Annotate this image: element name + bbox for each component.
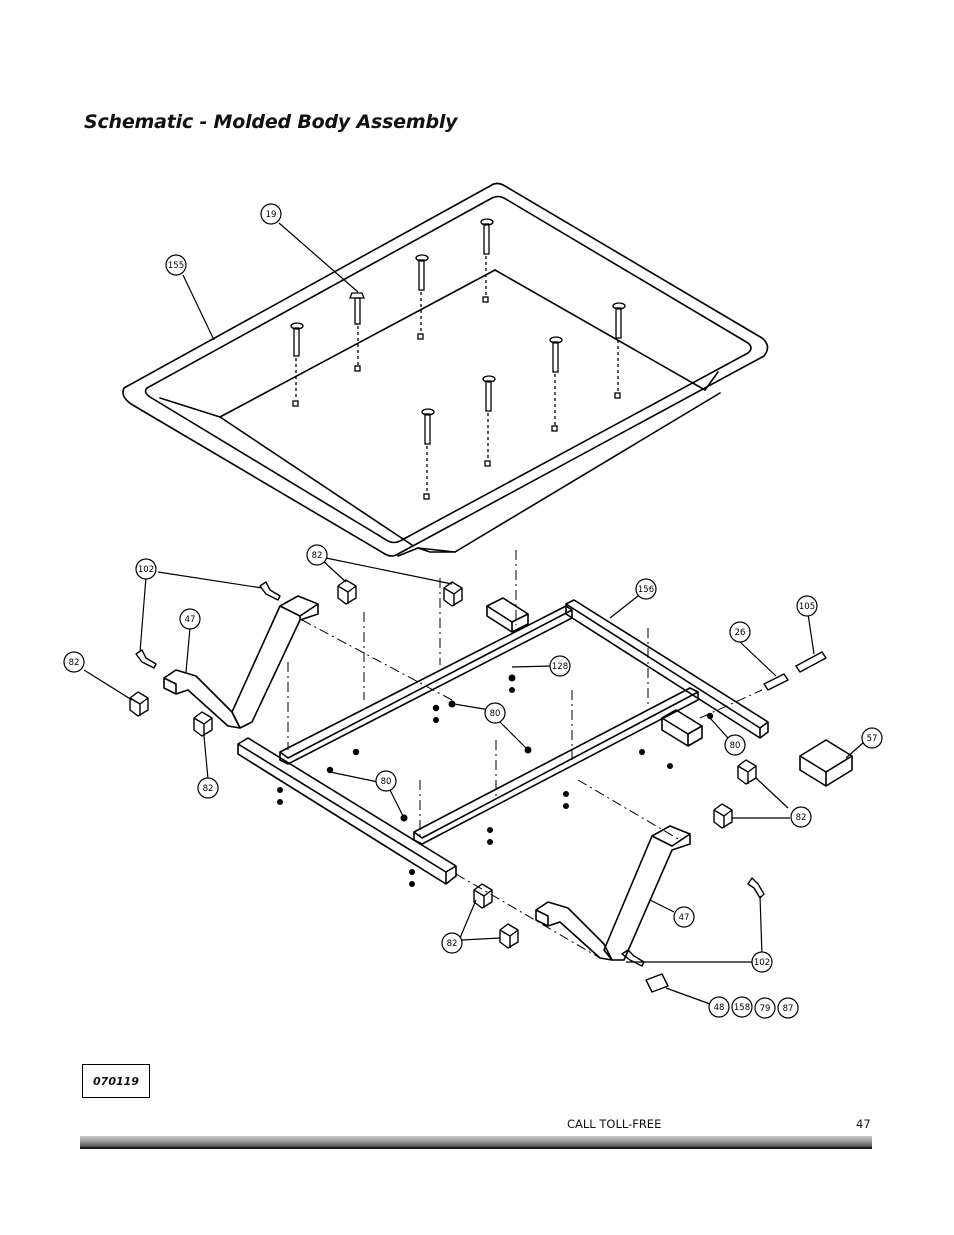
- bolt-7: [482, 375, 496, 467]
- frame-cross-top: [279, 605, 573, 759]
- callout-156-label: 156: [638, 585, 654, 595]
- callout-82-bottom-left-label: 82: [203, 784, 214, 794]
- tube-57: [799, 739, 853, 773]
- callout-47-left: [179, 608, 201, 630]
- callout-155: [165, 254, 187, 276]
- callout-82-right: [790, 806, 812, 828]
- bolt-6: [549, 336, 563, 432]
- bolt-1: [290, 322, 304, 407]
- callout-82-bottom: [441, 932, 463, 954]
- callout-80-left: [375, 770, 397, 792]
- callout-105-label: 105: [799, 602, 815, 612]
- callout-80-center: [484, 702, 506, 724]
- callout-82-left-label: 82: [69, 658, 80, 668]
- callout-158-label: 158: [734, 1003, 750, 1013]
- callout-158: [731, 996, 753, 1018]
- callout-156: [635, 578, 657, 600]
- callout-26-label: 26: [735, 628, 746, 638]
- leg-47-left: [231, 595, 319, 729]
- callout-87-label: 87: [783, 1004, 794, 1014]
- callout-82-right-label: 82: [796, 813, 807, 823]
- callout-102-right: [751, 951, 773, 973]
- page-number: 47: [856, 1117, 871, 1131]
- frame-rail-left: [237, 737, 457, 885]
- callout-47-left-label: 47: [185, 615, 196, 625]
- callout-47-right: [673, 906, 695, 928]
- footer-rule: [80, 1136, 872, 1149]
- callout-80-center-label: 80: [490, 709, 501, 719]
- callout-105: [796, 595, 818, 617]
- callout-79: [754, 997, 776, 1019]
- callout-80-right-label: 80: [730, 741, 741, 751]
- callout-79-label: 79: [760, 1004, 771, 1014]
- bolt-5: [612, 302, 626, 399]
- leg-47-right: [603, 825, 691, 961]
- callout-155-label: 155: [168, 261, 184, 271]
- callout-80-left-label: 80: [381, 777, 392, 787]
- callout-57-label: 57: [867, 734, 878, 744]
- bolt-4: [480, 218, 494, 303]
- bolt-8: [421, 408, 435, 500]
- bolt-2: [349, 292, 365, 372]
- callout-102-left: [135, 558, 157, 580]
- callout-47-right-label: 47: [679, 913, 690, 923]
- bolt-3: [415, 254, 429, 340]
- callout-102-right-label: 102: [754, 958, 770, 968]
- callout-19-label: 19: [266, 210, 277, 220]
- callout-57: [861, 727, 883, 749]
- tub-outer-rim: [122, 182, 769, 557]
- callout-26: [729, 621, 751, 643]
- callout-48-label: 48: [714, 1003, 725, 1013]
- tub-inner-rim: [144, 195, 752, 544]
- callout-80-right: [724, 734, 746, 756]
- callout-48: [708, 996, 730, 1018]
- callout-19: [260, 203, 282, 225]
- callout-82-bottom-label: 82: [447, 939, 458, 949]
- callout-128-label: 128: [552, 662, 568, 672]
- callout-87: [777, 997, 799, 1019]
- callout-128: [549, 655, 571, 677]
- footer-call-toll-free: CALL TOLL-FREE: [567, 1117, 662, 1131]
- callout-82-top: [306, 544, 328, 566]
- callout-82-top-label: 82: [312, 551, 323, 561]
- callout-102-left-label: 102: [138, 565, 154, 575]
- callout-82-bottom-left: [197, 777, 219, 799]
- page-title: Schematic - Molded Body Assembly: [84, 111, 458, 133]
- document-code-box: 070119: [82, 1064, 150, 1098]
- callout-82-left: [63, 651, 85, 673]
- frame-cross-bottom: [413, 687, 699, 839]
